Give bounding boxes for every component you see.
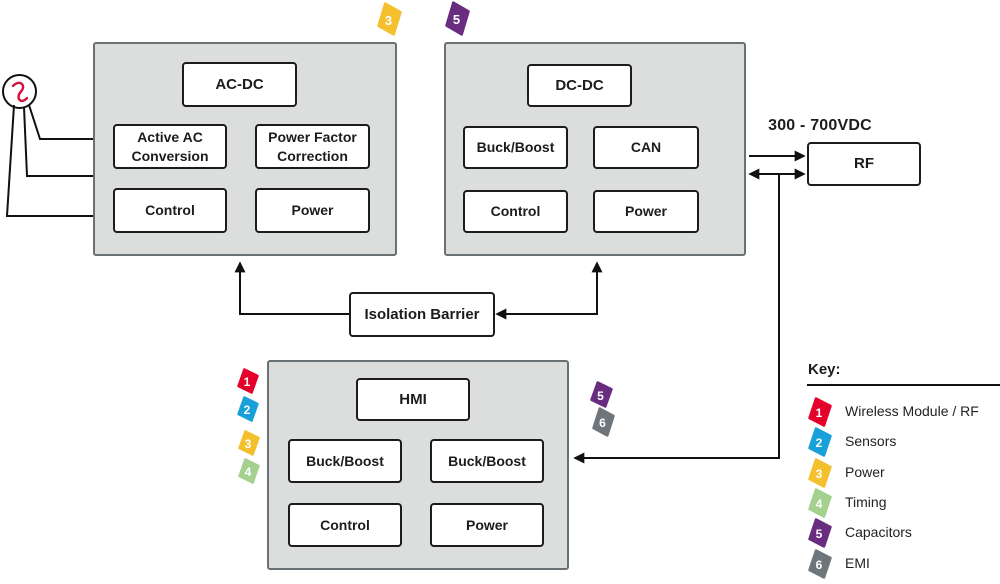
badge-number: 5: [452, 12, 461, 27]
dcdc-title-box: DC-DC: [527, 64, 632, 107]
badge-diamond-icon: [237, 368, 259, 394]
acdc-cell-label: Active AC Conversion: [131, 129, 209, 164]
badge-number: 5: [815, 527, 823, 541]
key-title: Key:: [808, 361, 841, 378]
badge-power-hmi: 3: [238, 430, 260, 456]
isolation-barrier-label: Isolation Barrier: [364, 305, 480, 323]
ac-feed-line-1: [28, 104, 93, 140]
acdc-cell-control: Control: [113, 188, 227, 233]
key-badge-emi: 6: [808, 549, 832, 579]
hmi-cell-buck-boost-left: Buck/Boost: [288, 439, 402, 483]
ac-source-icon: [2, 74, 37, 109]
badge-number: 4: [244, 465, 252, 479]
badge-timing-hmi: 4: [238, 458, 260, 484]
isolation-barrier-box: Isolation Barrier: [349, 292, 495, 337]
dcdc-cell-label: CAN: [630, 139, 662, 156]
badge-number: 4: [815, 497, 823, 511]
key-badge-wireless: 1: [808, 397, 832, 427]
acdc-cell-power-factor-correction: Power Factor Correction: [255, 124, 370, 169]
key-label-capacitors: Capacitors: [845, 524, 912, 540]
badge-diamond-icon: [808, 488, 832, 518]
dcdc-cell-label: Control: [490, 203, 541, 220]
key-badge-power: 3: [808, 458, 832, 488]
badge-number: 3: [815, 467, 823, 481]
acdc-title-label: AC-DC: [215, 75, 264, 93]
isolation-to-acdc-arrow: [234, 261, 349, 315]
rf-label: RF: [854, 155, 874, 173]
acdc-cell-label: Control: [145, 202, 195, 219]
key-label-sensors: Sensors: [845, 433, 897, 449]
key-badge-timing: 4: [808, 488, 832, 518]
badge-diamond-icon: [808, 397, 832, 427]
dcdc-cell-can: CAN: [593, 126, 699, 169]
dcdc-title-label: DC-DC: [555, 76, 604, 94]
hmi-title-label: HMI: [399, 390, 427, 408]
dcdc-cell-power: Power: [593, 190, 699, 233]
acdc-cell-active-ac-conversion: Active AC Conversion: [113, 124, 227, 169]
badge-diamond-icon: [238, 430, 260, 456]
badge-diamond-icon: [808, 549, 832, 579]
hmi-title-box: HMI: [356, 378, 470, 421]
dcdc-cell-label: Power: [624, 203, 667, 220]
acdc-title-box: AC-DC: [182, 62, 297, 107]
badge-number: 3: [244, 437, 252, 451]
badge-capacitors-dcdc: 5: [445, 1, 470, 36]
badge-diamond-icon: [808, 458, 832, 488]
sine-wave-glyph: [11, 81, 29, 103]
badge-number: 5: [597, 388, 604, 403]
key-divider: [807, 384, 1000, 386]
ac-feed-line-3: [5, 104, 93, 217]
badge-wireless-hmi: 1: [237, 368, 259, 394]
badge-sensors-hmi: 2: [237, 396, 259, 422]
acdc-cell-power: Power: [255, 188, 370, 233]
badge-number: 2: [243, 403, 251, 417]
dcdc-cell-label: Buck/Boost: [476, 139, 555, 156]
badge-capacitors-hmi: 5: [590, 381, 613, 408]
badge-number: 6: [815, 558, 823, 572]
badge-number: 1: [815, 406, 823, 420]
key-label-timing: Timing: [845, 494, 887, 510]
badge-emi-hmi: 6: [592, 407, 615, 437]
hmi-cell-label: Power: [465, 516, 508, 533]
rf-box: RF: [807, 142, 921, 186]
badge-number: 2: [815, 436, 823, 450]
badge-diamond-icon: [238, 458, 260, 484]
ac-feed-line-2: [23, 106, 93, 177]
hmi-cell-power: Power: [430, 503, 544, 547]
acdc-cell-label: Power: [291, 202, 334, 219]
badge-number: 3: [384, 12, 393, 28]
hmi-cell-label: Control: [320, 516, 370, 533]
key-label-emi: EMI: [845, 555, 870, 571]
badge-diamond-icon: [377, 2, 402, 36]
badge-number: 6: [599, 416, 606, 430]
badge-power-acdc: 3: [377, 2, 402, 36]
hmi-cell-buck-boost-right: Buck/Boost: [430, 439, 544, 483]
badge-diamond-icon: [808, 427, 832, 457]
key-badge-sensors: 2: [808, 427, 832, 457]
badge-diamond-icon: [237, 396, 259, 422]
isolation-to-dcdc-arrow: [495, 261, 603, 320]
badge-diamond-icon: [808, 518, 832, 548]
badge-diamond-icon: [445, 1, 470, 36]
key-badge-capacitors: 5: [808, 518, 832, 548]
hmi-cell-label: Buck/Boost: [306, 452, 384, 469]
voltage-range-label: 300 - 700VDC: [768, 117, 872, 134]
hmi-cell-control: Control: [288, 503, 402, 547]
hmi-cell-label: Buck/Boost: [448, 452, 526, 469]
badge-number: 1: [243, 375, 251, 389]
dcdc-cell-buck-boost: Buck/Boost: [463, 126, 568, 169]
dcdc-cell-control: Control: [463, 190, 568, 233]
acdc-cell-label: Power Factor Correction: [268, 129, 357, 164]
key-label-wireless: Wireless Module / RF: [845, 403, 979, 419]
key-label-power: Power: [845, 464, 885, 480]
